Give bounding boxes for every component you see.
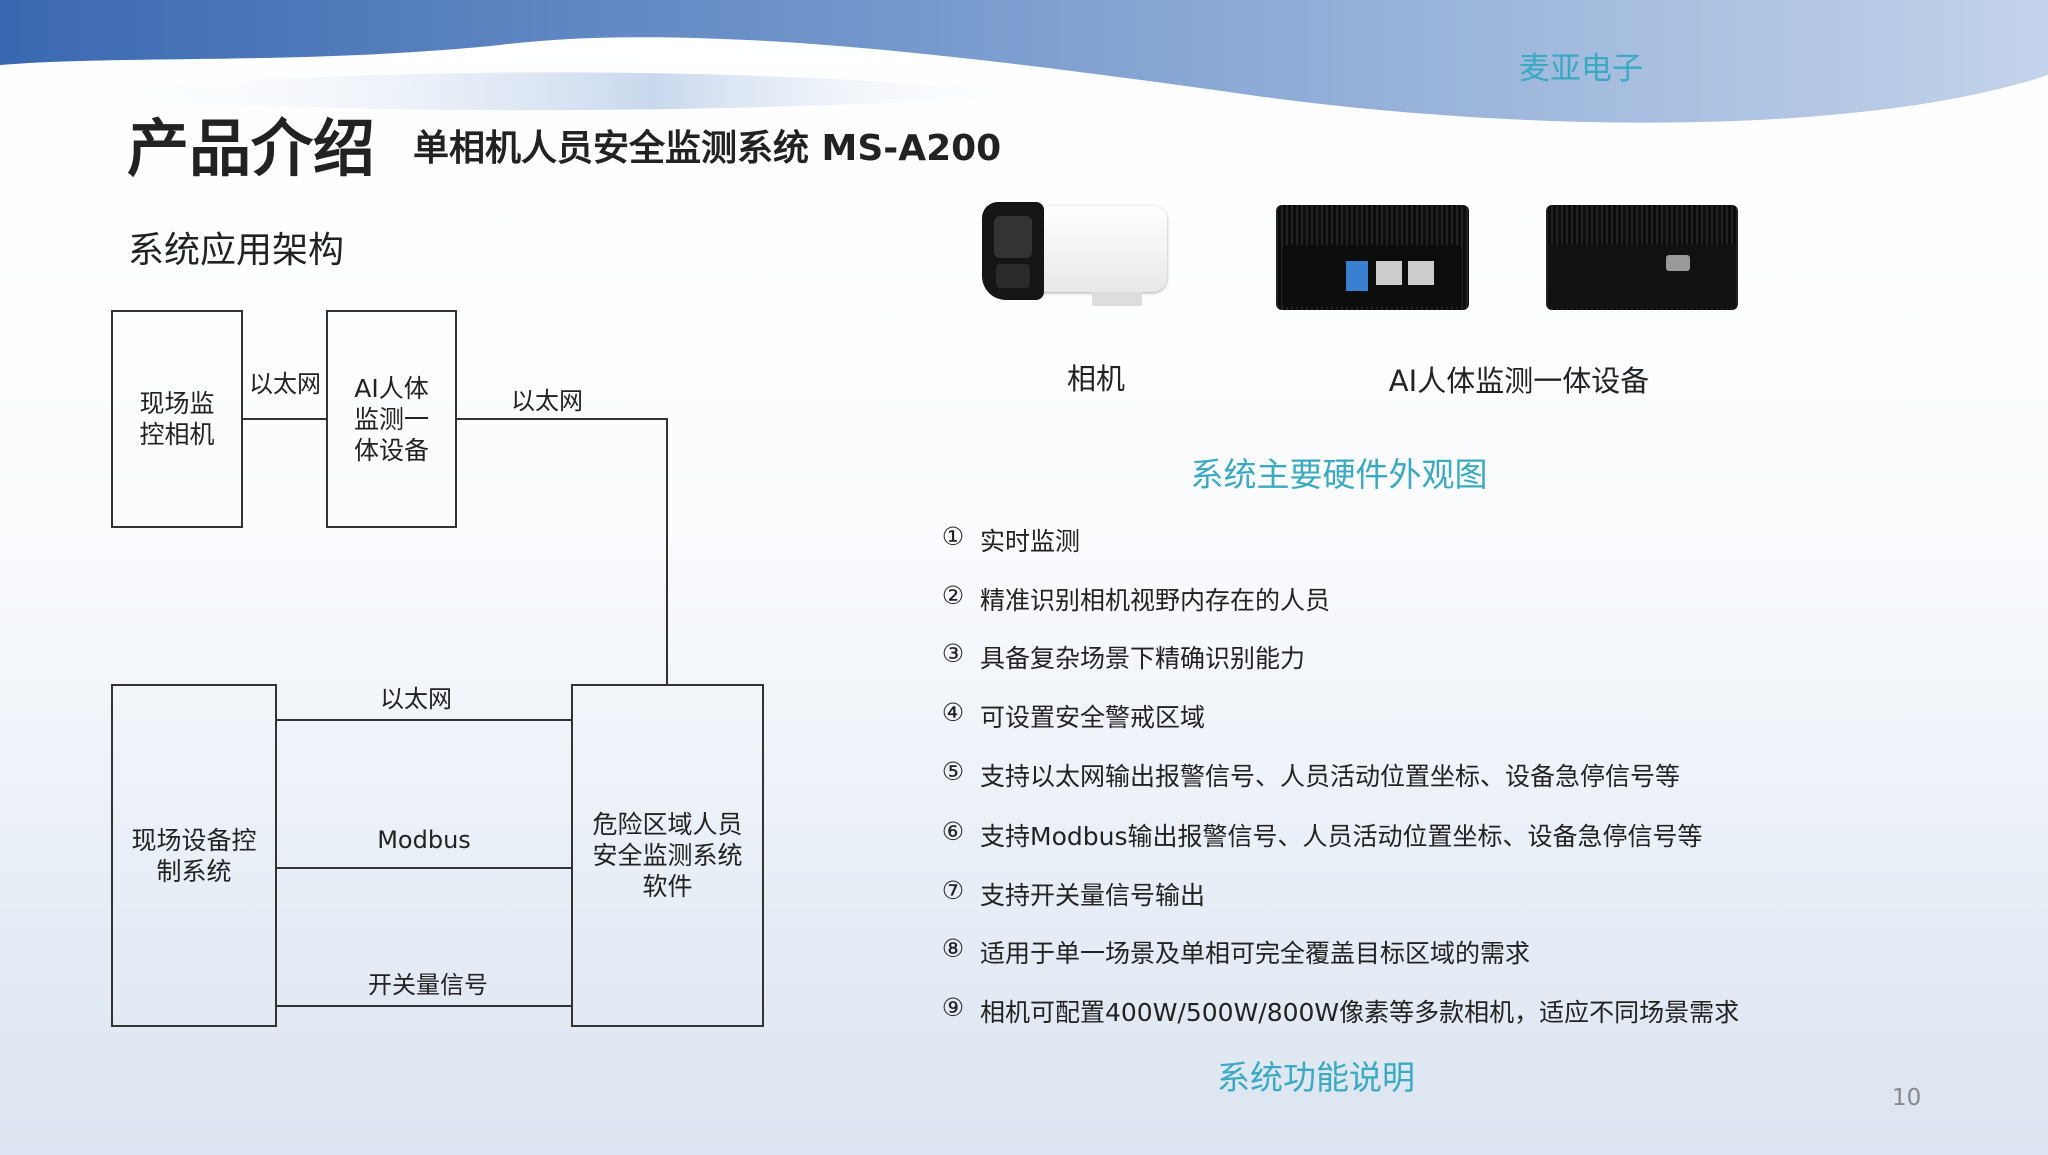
feature-caption: 系统功能说明 bbox=[1217, 1058, 1415, 1097]
ai-device-label: AI人体监测一体设备 bbox=[1388, 364, 1650, 398]
camera-label: 相机 bbox=[1066, 362, 1126, 396]
list-item: ⑥ 支持Modbus输出报警信号、人员活动位置坐标、设备急停信号等 bbox=[940, 817, 1703, 853]
header-wave-decoration bbox=[0, 0, 2048, 123]
link-label: 以太网 bbox=[511, 387, 583, 415]
control-system-box: 现场设备控 制系统 bbox=[111, 684, 277, 1027]
link-label: Modbus bbox=[377, 826, 471, 854]
item-number: ⑦ bbox=[941, 876, 965, 905]
link-label: 以太网 bbox=[249, 370, 321, 398]
list-item: ⑨ 相机可配置400W/500W/800W像素等多款相机，适应不同场景需求 bbox=[940, 993, 1739, 1029]
page-number: 10 bbox=[1892, 1085, 1922, 1111]
ai-device-back-image bbox=[1546, 205, 1738, 310]
link-line bbox=[243, 418, 326, 420]
list-item: ③ 具备复杂场景下精确识别能力 bbox=[940, 639, 1305, 675]
item-text: 实时监测 bbox=[980, 527, 1081, 556]
list-item: ② 精准识别相机视野内存在的人员 bbox=[940, 581, 1330, 617]
item-number: ⑧ bbox=[941, 934, 965, 963]
link-label: 开关量信号 bbox=[368, 971, 488, 999]
item-text: 相机可配置400W/500W/800W像素等多款相机，适应不同场景需求 bbox=[980, 998, 1740, 1027]
ai-device-box: AI人体 监测一 体设备 bbox=[326, 310, 457, 528]
ai-device-front-image bbox=[1276, 205, 1469, 310]
item-number: ③ bbox=[941, 639, 965, 668]
list-item: ⑤ 支持以太网输出报警信号、人员活动位置坐标、设备急停信号等 bbox=[940, 757, 1680, 793]
list-item: ④ 可设置安全警戒区域 bbox=[940, 698, 1205, 734]
link-line bbox=[277, 1005, 571, 1007]
link-line bbox=[277, 719, 571, 721]
camera-box: 现场监 控相机 bbox=[111, 310, 243, 528]
item-text: 精准识别相机视野内存在的人员 bbox=[980, 586, 1331, 615]
product-subtitle: 单相机人员安全监测系统 MS-A200 bbox=[413, 128, 1002, 169]
item-text: 可设置安全警戒区域 bbox=[980, 703, 1206, 732]
item-number: ⑥ bbox=[941, 817, 965, 846]
item-text: 支持Modbus输出报警信号、人员活动位置坐标、设备急停信号等 bbox=[980, 822, 1703, 851]
item-text: 支持以太网输出报警信号、人员活动位置坐标、设备急停信号等 bbox=[980, 762, 1681, 791]
list-item: ⑦ 支持开关量信号输出 bbox=[940, 876, 1205, 912]
page-title: 产品介绍 bbox=[127, 112, 376, 185]
item-text: 支持开关量信号输出 bbox=[980, 881, 1206, 910]
item-text: 具备复杂场景下精确识别能力 bbox=[980, 644, 1306, 673]
list-item: ① 实时监测 bbox=[940, 522, 1080, 558]
list-item: ⑧ 适用于单一场景及单相可完全覆盖目标区域的需求 bbox=[940, 934, 1530, 970]
item-number: ④ bbox=[941, 698, 965, 727]
hardware-caption: 系统主要硬件外观图 bbox=[1190, 455, 1488, 494]
link-label: 以太网 bbox=[380, 685, 452, 713]
item-text: 适用于单一场景及单相可完全覆盖目标区域的需求 bbox=[980, 939, 1531, 968]
item-number: ① bbox=[941, 522, 965, 551]
item-number: ⑨ bbox=[941, 993, 965, 1022]
item-number: ② bbox=[941, 581, 965, 610]
item-number: ⑤ bbox=[941, 757, 965, 786]
brand-name: 麦亚电子 bbox=[1519, 51, 1643, 87]
link-line bbox=[277, 867, 571, 869]
software-box: 危险区域人员 安全监测系统 软件 bbox=[571, 684, 764, 1027]
architecture-heading: 系统应用架构 bbox=[128, 230, 345, 271]
link-line bbox=[457, 418, 668, 420]
camera-image bbox=[982, 202, 1172, 307]
link-line bbox=[666, 418, 668, 684]
